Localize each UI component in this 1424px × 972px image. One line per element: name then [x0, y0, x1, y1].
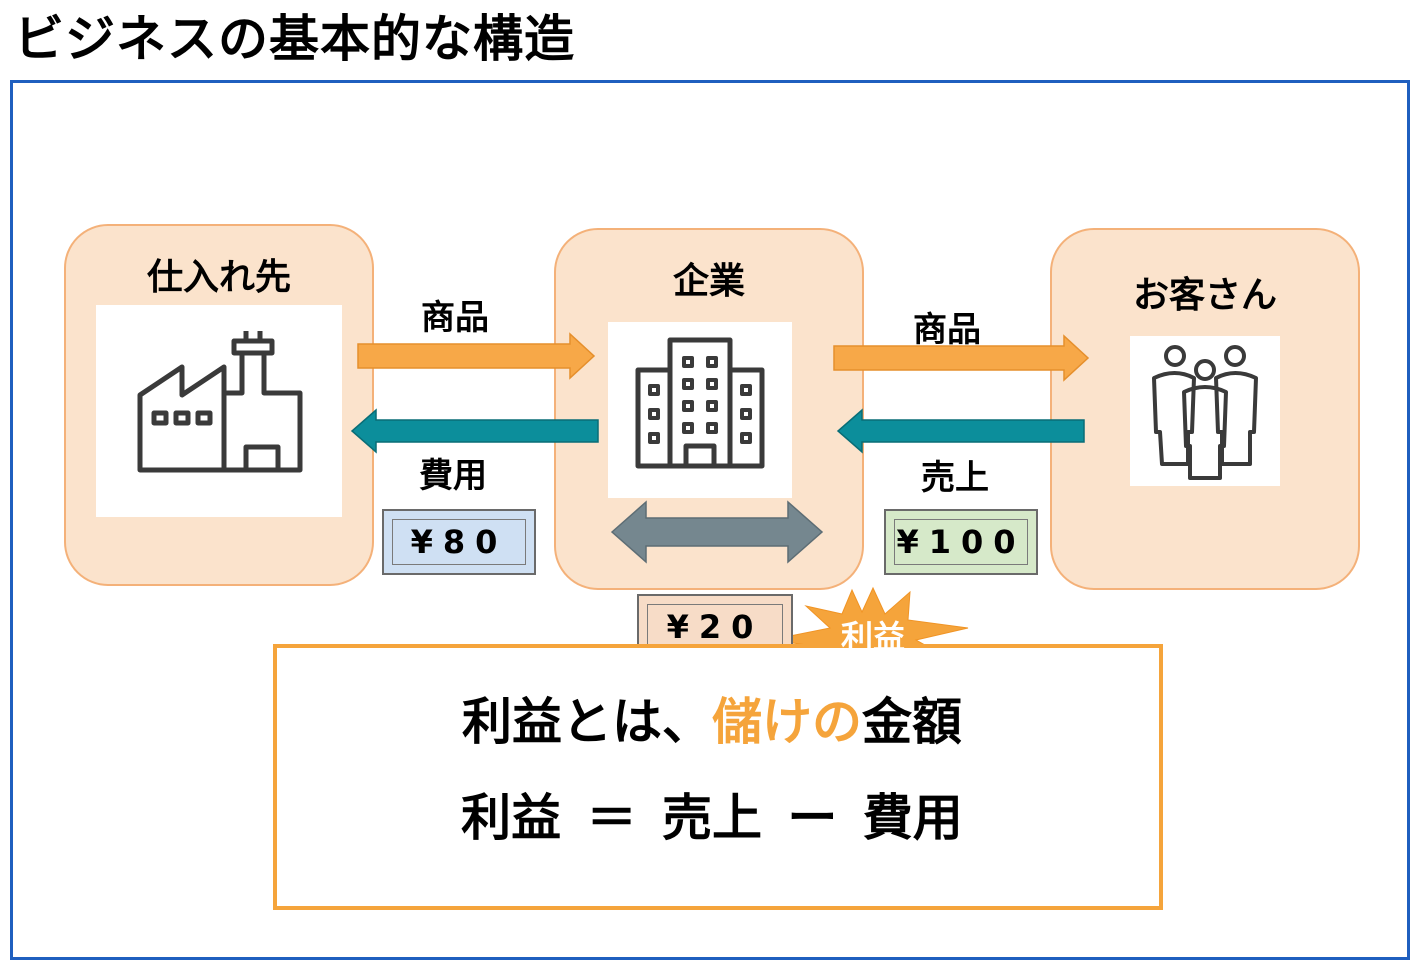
sales-amount-tag: ¥100	[884, 509, 1038, 575]
goods-label-left: 商品	[421, 298, 489, 338]
definition-suffix: 金額	[862, 693, 962, 751]
cost-label: 費用	[419, 456, 487, 496]
diagram-frame	[10, 80, 1410, 960]
page-title: ビジネスの基本的な構造	[14, 10, 575, 68]
profit-burst-label: 利益	[840, 618, 905, 656]
goods-arrow-company-to-customer	[833, 334, 1090, 382]
supplier-icon-box	[96, 305, 342, 517]
supplier-label: 仕入れ先	[146, 257, 291, 298]
sales-arrow-customer-to-company	[836, 408, 1085, 454]
profit-amount: ¥20	[666, 608, 764, 646]
definition-prefix: 利益とは、	[462, 693, 712, 751]
profit-formula: 利益 ＝ 売上 ー 費用	[461, 789, 963, 847]
definition-highlight: 儲けの	[712, 693, 862, 751]
customer-icon-box	[1130, 336, 1280, 486]
company-label: 企業	[672, 261, 745, 302]
goods-label-right: 商品	[913, 310, 981, 350]
profit-definition-text: 利益とは、儲けの金額	[0, 682, 1424, 754]
goods-arrow-supplier-to-company	[357, 332, 596, 380]
company-icon-box	[608, 322, 792, 498]
cost-amount-tag: ¥80	[382, 509, 536, 575]
profit-definition-box	[273, 644, 1163, 910]
office-building-icon	[635, 337, 765, 469]
factory-icon	[137, 331, 303, 473]
sales-label: 売上	[921, 458, 989, 498]
profit-double-arrow	[610, 500, 824, 564]
people-group-icon	[1152, 345, 1258, 480]
customer-label: お客さん	[1132, 275, 1277, 316]
cost-amount: ¥80	[410, 523, 508, 561]
sales-amount: ¥100	[896, 523, 1026, 561]
cost-arrow-company-to-supplier	[350, 408, 599, 454]
